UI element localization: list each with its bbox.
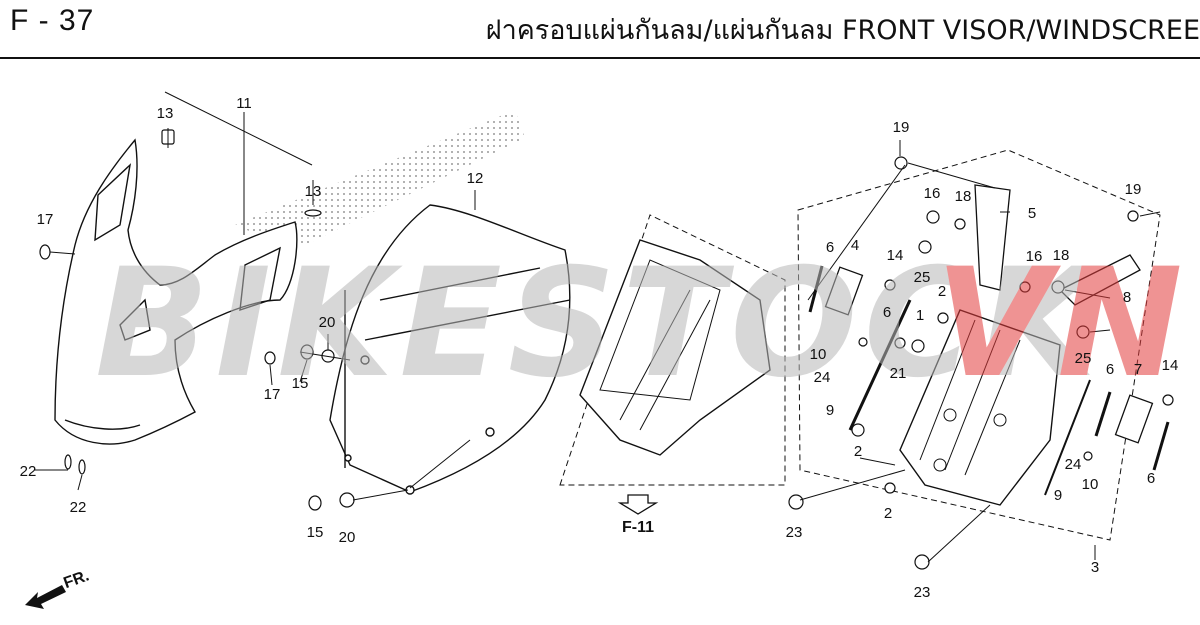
callout-20: 20 [319,314,336,331]
header-divider [0,57,1200,59]
callout-14: 14 [1162,357,1179,374]
callout-17: 17 [264,386,281,403]
callout-25: 25 [1075,350,1092,367]
windscreen-part [329,204,571,495]
callout-13: 13 [157,105,174,122]
callout-6: 6 [1147,470,1155,487]
callout-5: 5 [1028,205,1036,222]
svg-text:VN: VN [935,237,1189,411]
callout-19: 19 [893,119,910,136]
front-direction-arrow-icon: FR. [25,567,91,609]
callout-22: 22 [20,463,37,480]
leader-lines [35,91,1161,563]
callout-11: 11 [236,95,252,112]
callout-15: 15 [307,524,324,541]
svg-text:BIKESTOCK: BIKESTOCK [95,237,1106,411]
callout-2: 2 [884,505,892,522]
callout-15: 15 [292,375,309,392]
callout-25: 25 [914,269,931,286]
callout-24: 24 [1065,456,1082,473]
callout-16: 16 [924,185,941,202]
callout-8: 8 [1123,289,1131,306]
callout-4: 4 [851,237,859,254]
callout-14: 14 [887,247,904,264]
callout-2: 2 [938,283,946,300]
callout-13: 13 [305,183,322,200]
page-title: ฝาครอบแผ่นกันลม/แผ่นกันลม FRONT VISOR/WI… [485,15,1200,46]
callout-6: 6 [826,239,834,256]
callout-9: 9 [1054,487,1062,504]
callout-22: 22 [70,499,87,516]
front-visor-part [54,138,298,445]
callout-12: 12 [467,170,484,187]
callout-6: 6 [1106,361,1114,378]
callout-2: 2 [854,443,862,460]
callout-6: 6 [883,304,891,321]
callout-19: 19 [1125,181,1142,198]
page-code: F - 37 [10,4,95,37]
callout-21: 21 [890,365,907,382]
callout-16: 16 [1026,248,1043,265]
callout-18: 18 [1053,247,1070,264]
ref-label-f11: F-11 [622,519,654,536]
watermark: BIKESTOCK VN [95,237,1189,411]
callout-17: 17 [37,211,54,228]
callout-18: 18 [955,188,972,205]
callout-20: 20 [339,529,356,546]
callout-9: 9 [826,402,834,419]
callout-7: 7 [1134,361,1142,378]
direction-label: FR. [61,567,91,592]
inner-stay-part [559,214,786,486]
callout-10: 10 [810,346,827,363]
callout-23: 23 [914,584,931,601]
callout-3: 3 [1091,559,1099,576]
callout-1: 1 [916,307,924,324]
callout-23: 23 [786,524,803,541]
ref-arrow-icon [617,494,659,515]
callout-24: 24 [814,369,831,386]
callout-10: 10 [1082,476,1099,493]
fasteners [39,129,1174,570]
